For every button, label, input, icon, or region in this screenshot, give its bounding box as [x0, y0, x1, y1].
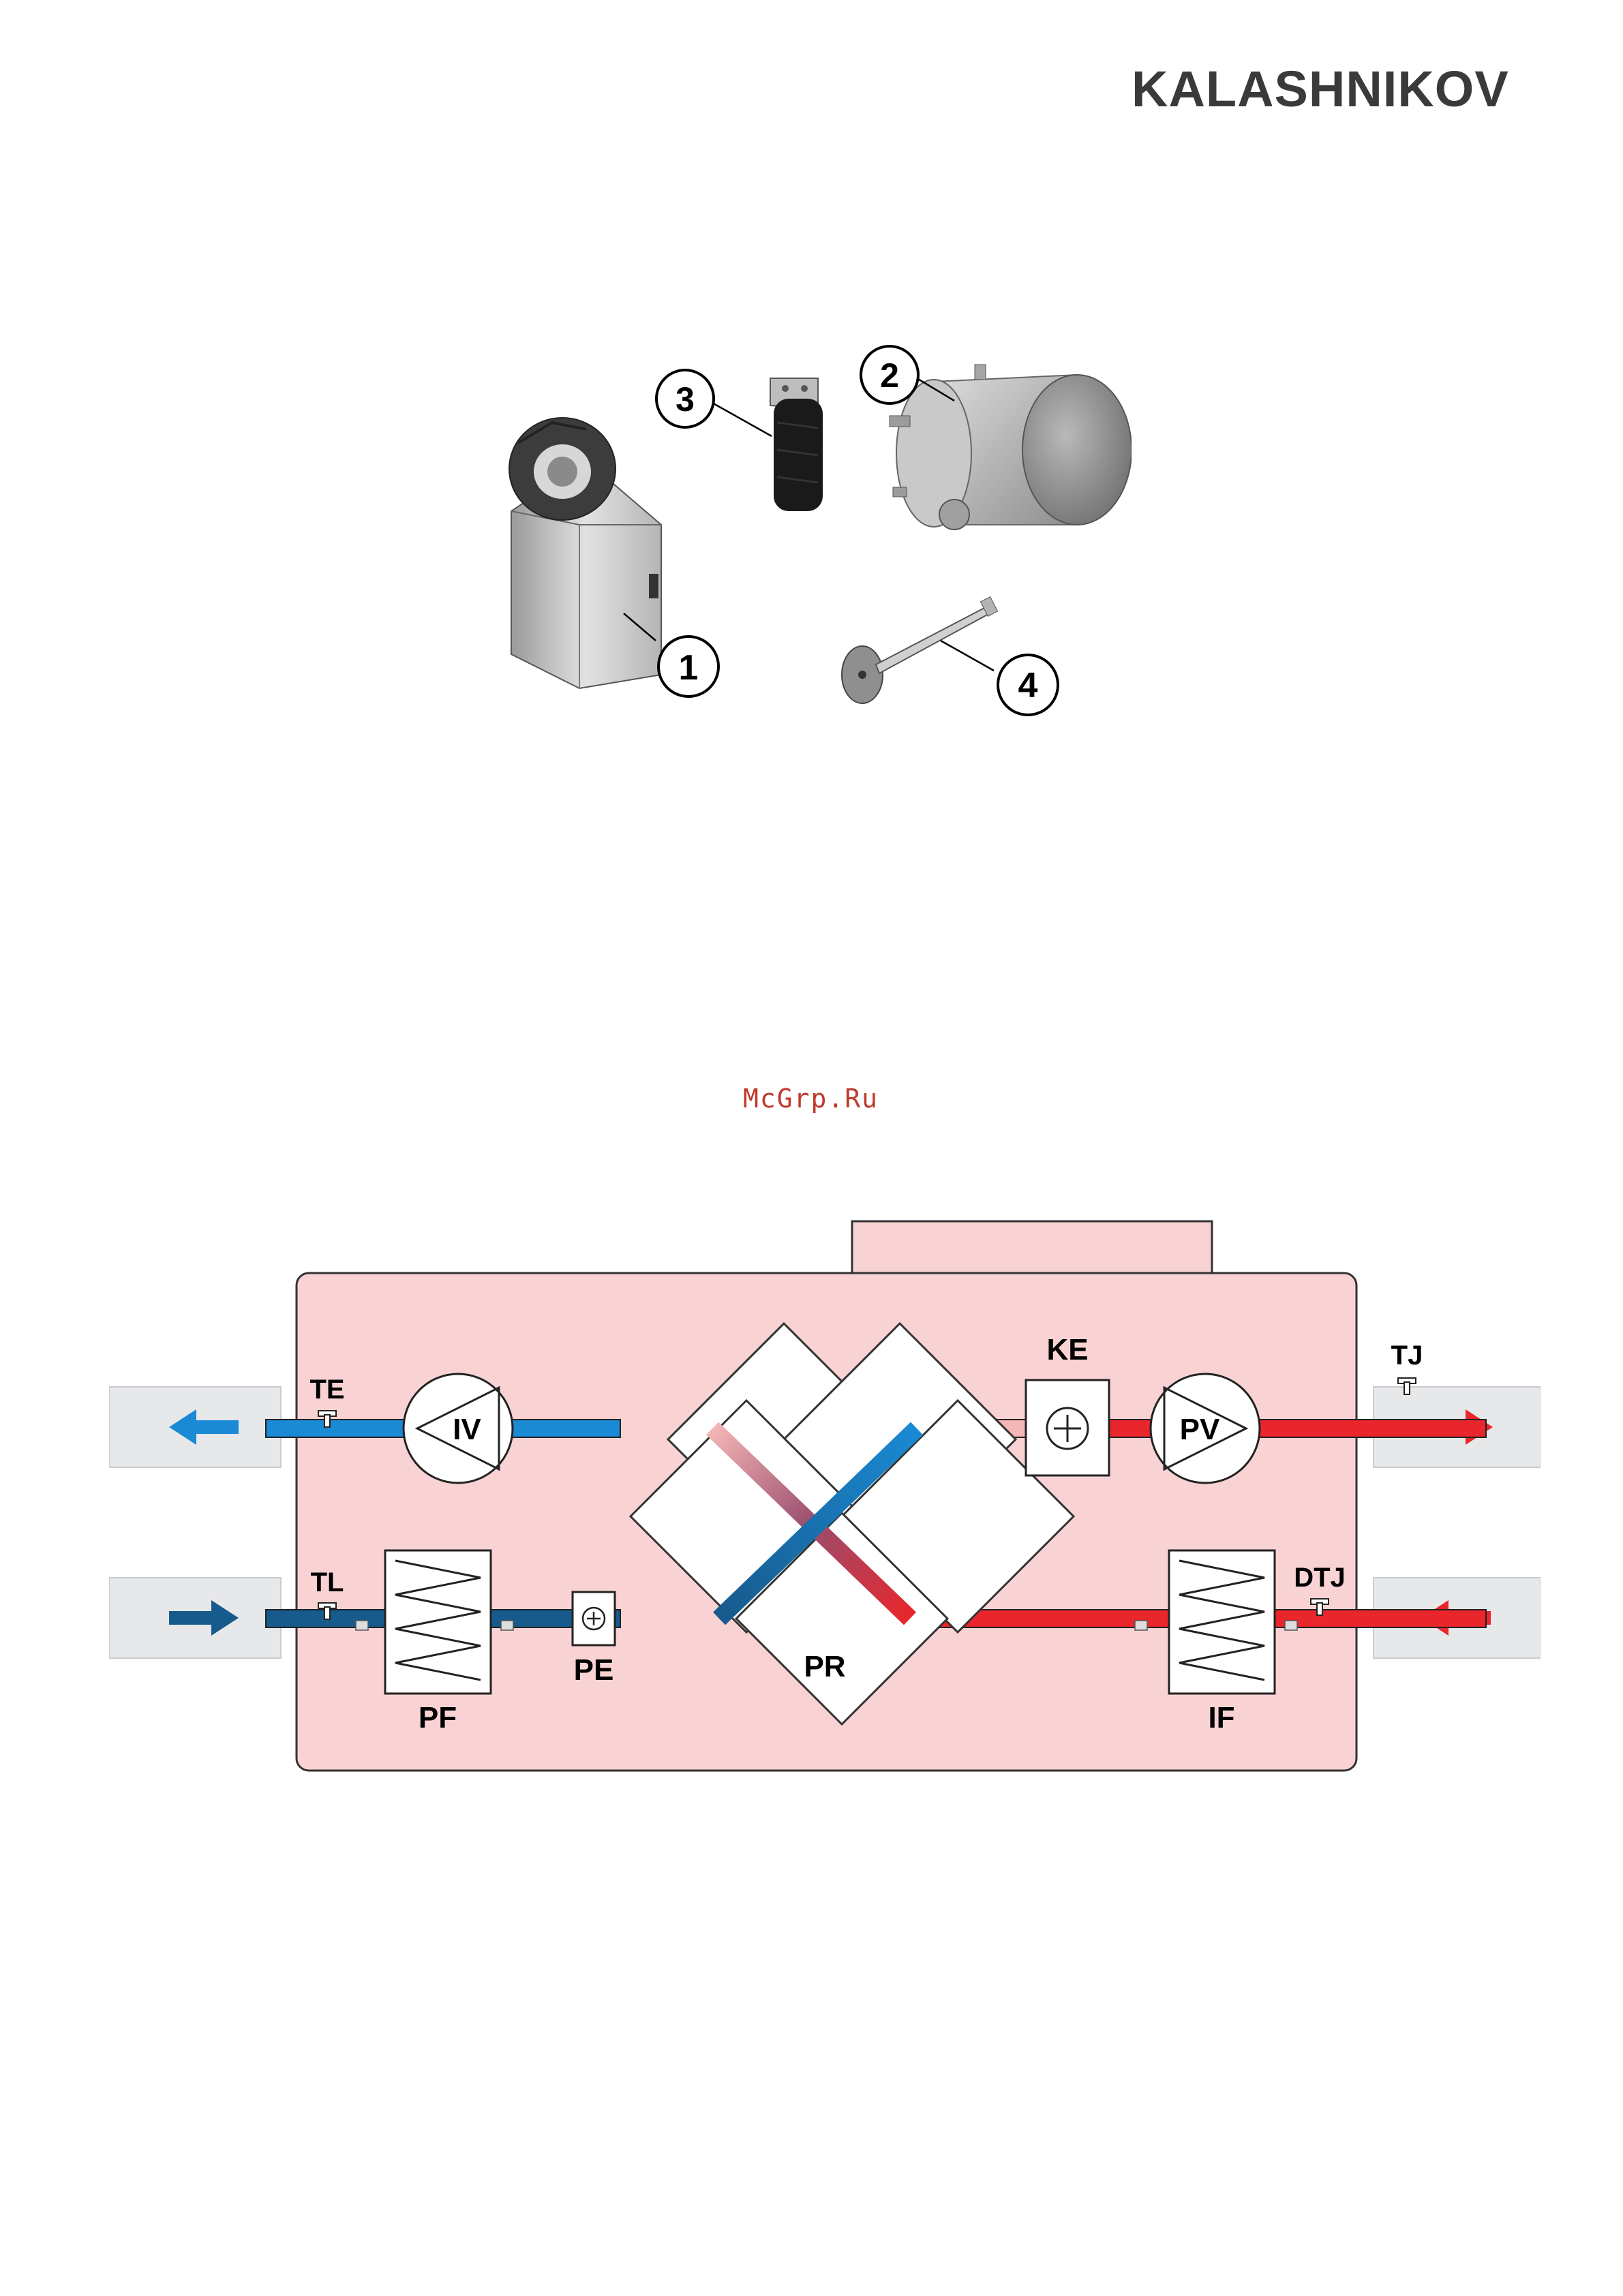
ventilation-scheme: IV PV KE PE PF IF PR TE	[109, 1213, 1541, 1792]
callout-4: 4	[941, 641, 1058, 715]
preheater-pe: PE	[573, 1592, 615, 1687]
top-enclosure	[852, 1221, 1212, 1274]
label-pf: PF	[419, 1701, 457, 1734]
callout-2-label: 2	[880, 356, 899, 395]
label-tj: TJ	[1391, 1341, 1423, 1371]
bracket-sensor	[770, 378, 823, 511]
callout-3-label: 3	[676, 380, 695, 418]
damper-actuator	[509, 418, 661, 688]
exhaust-fan-iv: IV	[404, 1374, 513, 1483]
label-pe: PE	[574, 1653, 614, 1687]
label-pv: PV	[1180, 1413, 1220, 1446]
supply-fan-pv: PV	[1151, 1374, 1260, 1483]
watermark: McGrp.Ru	[743, 1084, 879, 1114]
callout-3: 3	[656, 370, 772, 436]
callout-4-label: 4	[1018, 666, 1038, 705]
label-iv: IV	[453, 1413, 481, 1446]
label-ke: KE	[1046, 1333, 1088, 1366]
brand-logo: KALASHNIKOV	[1132, 60, 1509, 118]
mounting-pin	[842, 597, 998, 703]
callout-1-label: 1	[679, 648, 699, 688]
label-if: IF	[1208, 1701, 1234, 1734]
label-te: TE	[309, 1375, 344, 1405]
label-dtj: DTJ	[1294, 1563, 1346, 1593]
cylindrical-housing	[890, 365, 1132, 530]
label-pr: PR	[804, 1650, 845, 1683]
components-illustration: 1 3 2 4	[477, 320, 1132, 729]
label-tl: TL	[311, 1567, 344, 1597]
